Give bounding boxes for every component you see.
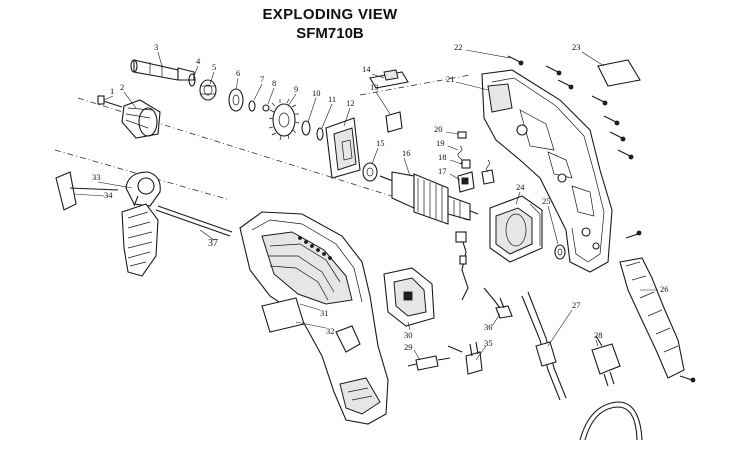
callout-25: 25: [542, 196, 551, 206]
part-15-washer: [362, 162, 378, 182]
part-20-cap: [457, 131, 467, 139]
callout-31: 31: [320, 308, 329, 318]
callout-17: 17: [438, 166, 447, 176]
part-7-spacer: [248, 100, 256, 112]
callout-37: 37: [208, 238, 218, 249]
part-21-gear-housing: [481, 69, 613, 273]
callout-26: 26: [660, 284, 669, 294]
callout-36: 36: [484, 322, 493, 332]
part-8-pin: [262, 104, 270, 112]
callout-27: 27: [572, 300, 581, 310]
callout-24: 24: [516, 182, 525, 192]
part-26-cord-guard: [619, 257, 696, 383]
callout-numbers: 1 2 3 4 5 6 7 8 9 10 11 12 13 14 15 16 1…: [92, 42, 669, 352]
part-23-label-plate: [597, 59, 641, 87]
callout-15: 15: [376, 138, 385, 148]
callout-2: 2: [120, 82, 124, 92]
side-handle: [121, 195, 159, 277]
part-34-depth-rod: [55, 171, 119, 211]
part-18-carbon-brush: [461, 159, 471, 169]
part-29-capacitor: [407, 355, 451, 371]
part-17-brush-holder: [457, 171, 475, 193]
vent-holes: [298, 236, 332, 260]
callout-35: 35: [484, 338, 493, 348]
part-27-power-cord: [521, 291, 643, 441]
callout-14: 14: [362, 64, 371, 74]
diagram-title: EXPLODING VIEW: [262, 6, 398, 23]
part-25-washer: [554, 244, 566, 260]
part-4-ring: [188, 73, 196, 87]
callout-23: 23: [572, 42, 581, 52]
part-9-gear: [268, 98, 300, 141]
callout-5: 5: [212, 62, 216, 72]
part-19-spring: [457, 145, 463, 165]
callout-19: 19: [436, 138, 445, 148]
callout-4: 4: [196, 56, 201, 66]
callout-12: 12: [346, 98, 355, 108]
callout-1: 1: [110, 86, 114, 96]
part-12-bearing-plate: [325, 117, 361, 179]
part-33-handle-clamp: [125, 171, 161, 207]
part-11-clip: [316, 127, 324, 141]
callout-33: 33: [92, 172, 101, 182]
part-31-motor-housing: [239, 211, 389, 425]
callout-22: 22: [454, 42, 463, 52]
callout-9: 9: [294, 84, 298, 94]
part-10-ring: [301, 120, 311, 136]
part-14-latch: [369, 69, 409, 89]
model-number: SFM710B: [296, 25, 364, 42]
part-28-plug: [591, 335, 621, 387]
callout-11: 11: [328, 94, 336, 104]
leader-lines: [73, 49, 658, 361]
part-5-bearing: [199, 79, 217, 101]
callout-7: 7: [260, 74, 264, 84]
callout-29: 29: [404, 342, 413, 352]
part-brush-right: [481, 159, 495, 185]
callout-28: 28: [594, 330, 603, 340]
callout-13: 13: [370, 82, 379, 92]
part-2-chuck: [121, 99, 161, 139]
callout-8: 8: [272, 78, 276, 88]
part-22-screws: [507, 55, 642, 239]
part-6-washer: [228, 88, 244, 112]
callout-16: 16: [402, 148, 411, 158]
callout-34: 34: [104, 190, 113, 200]
callout-18: 18: [438, 152, 447, 162]
part-13-bracket: [385, 111, 403, 133]
wiring: [447, 231, 501, 353]
part-37-depth-stop: [155, 205, 233, 237]
part-36-connector: [495, 297, 513, 319]
callout-20: 20: [434, 124, 443, 134]
callout-32: 32: [326, 326, 335, 336]
callout-3: 3: [154, 42, 158, 52]
callout-10: 10: [312, 88, 321, 98]
part-30-switch: [383, 267, 435, 327]
part-16-armature: [379, 171, 479, 225]
part-24-stator: [489, 195, 543, 263]
part-3-spindle: [130, 59, 195, 81]
part-32-label: [261, 297, 305, 333]
part-35-terminal: [465, 341, 483, 375]
callout-30: 30: [404, 330, 413, 340]
callout-21: 21: [446, 74, 455, 84]
callout-6: 6: [236, 68, 240, 78]
